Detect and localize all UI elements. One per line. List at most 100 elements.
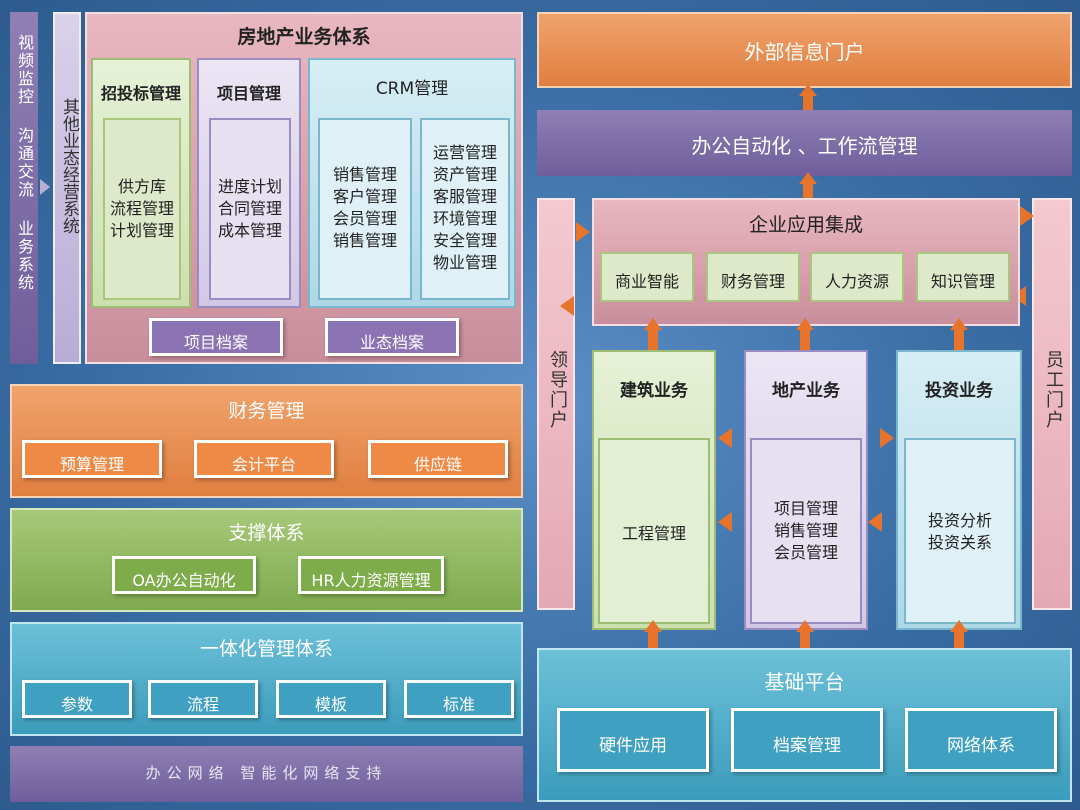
arrow-stem-6 [648, 630, 658, 648]
integrated-item-1-label: 参数 [60, 695, 93, 714]
investment-inner-box: 投资分析 投资关系 [904, 438, 1016, 624]
crm-col1-items: 销售管理 客户管理 会员管理 销售管理 [332, 165, 397, 250]
leader-portal-bar[interactable]: 领导门户 [537, 198, 575, 610]
leader-portal-label: 领导门户 [547, 350, 568, 430]
finance-item-1-label: 预算管理 [59, 455, 124, 474]
support-title: 支撑体系 [228, 522, 305, 544]
project-title: 项目管理 [216, 84, 281, 103]
arrow-up-icon [796, 620, 814, 632]
enterprise-item-3-label: 人力资源 [824, 272, 889, 291]
base-item-2[interactable]: 档案管理 [731, 708, 883, 772]
arrow-right-icon [576, 222, 590, 242]
project-archive-button[interactable]: 项目档案 [149, 318, 283, 356]
format-archive-button[interactable]: 业态档案 [325, 318, 459, 356]
construction-block: 建筑业务 工程管理 [592, 350, 716, 630]
project-panel: 项目管理 进度计划 合同管理 成本管理 [197, 58, 301, 308]
enterprise-item-2-label: 财务管理 [720, 272, 785, 291]
finance-title: 财务管理 [228, 400, 305, 422]
integrated-item-3-label: 模板 [314, 695, 347, 714]
external-portal-label: 外部信息门户 [744, 40, 865, 64]
project-archive-label: 项目档案 [183, 333, 248, 352]
base-item-2-label: 档案管理 [773, 736, 841, 756]
finance-block: 财务管理 预算管理 会计平台 供应链 [10, 384, 523, 498]
office-automation-bar: 办公自动化 、工作流管理 [537, 110, 1072, 176]
base-item-1[interactable]: 硬件应用 [557, 708, 709, 772]
left-arrow-icon [40, 179, 50, 195]
base-platform-block: 基础平台 硬件应用 档案管理 网络体系 [537, 648, 1072, 802]
bidding-items-box: 供方库 流程管理 计划管理 [103, 118, 181, 300]
base-item-3[interactable]: 网络体系 [905, 708, 1057, 772]
format-archive-label: 业态档案 [359, 333, 424, 352]
office-automation-label: 办公自动化 、工作流管理 [691, 134, 918, 158]
bottom-network-label: 办公网络 智能化网络支持 [145, 764, 388, 782]
base-platform-title: 基础平台 [764, 670, 845, 694]
arrow-stem-3 [648, 330, 658, 352]
left-vertical-label: 视频监控 沟通交流 业务系统 [15, 34, 34, 292]
property-inner-label: 项目管理 销售管理 会员管理 [773, 499, 838, 562]
construction-title: 建筑业务 [620, 381, 688, 401]
property-inner-box: 项目管理 销售管理 会员管理 [750, 438, 862, 624]
construction-inner-label: 工程管理 [621, 524, 686, 543]
arrow-up-icon [799, 84, 817, 96]
integrated-title: 一体化管理体系 [199, 638, 333, 660]
arrow-left-icon [868, 512, 882, 532]
arrow-left-icon [560, 296, 574, 316]
arrow-left-icon [718, 428, 732, 448]
integrated-item-4[interactable]: 标准 [404, 680, 514, 718]
construction-inner-box: 工程管理 [598, 438, 710, 624]
integrated-item-1[interactable]: 参数 [22, 680, 132, 718]
other-biz-label: 其他业态经营系统 [59, 98, 79, 234]
support-item-2-label: HR人力资源管理 [311, 571, 431, 590]
integrated-item-4-label: 标准 [442, 695, 475, 714]
arrow-stem-7 [800, 630, 810, 648]
support-item-1[interactable]: OA办公自动化 [112, 556, 256, 594]
enterprise-item-1[interactable]: 商业智能 [600, 252, 694, 302]
arrow-stem-5 [954, 330, 964, 352]
integrated-item-2[interactable]: 流程 [148, 680, 258, 718]
enterprise-block: 企业应用集成 商业智能 财务管理 人力资源 知识管理 [592, 198, 1020, 326]
enterprise-title: 企业应用集成 [748, 214, 863, 236]
realestate-block: 房地产业务体系 招投标管理 供方库 流程管理 计划管理 项目管理 进度计划 合同… [85, 12, 523, 364]
arrow-left-icon [718, 512, 732, 532]
enterprise-item-3[interactable]: 人力资源 [810, 252, 904, 302]
enterprise-item-2[interactable]: 财务管理 [706, 252, 800, 302]
finance-item-3[interactable]: 供应链 [368, 440, 508, 478]
arrow-stem-4 [800, 330, 810, 352]
other-biz-bar: 其他业态经营系统 [53, 12, 81, 364]
support-block: 支撑体系 OA办公自动化 HR人力资源管理 [10, 508, 523, 612]
arrow-up-icon [950, 620, 968, 632]
external-portal-bar: 外部信息门户 [537, 12, 1072, 88]
investment-title: 投资业务 [925, 381, 993, 401]
arrow-stem-8 [954, 630, 964, 648]
finance-item-1[interactable]: 预算管理 [22, 440, 162, 478]
integrated-item-3[interactable]: 模板 [276, 680, 386, 718]
arrow-stem-2 [803, 184, 813, 198]
arrow-stem-1 [803, 96, 813, 110]
bidding-title: 招投标管理 [100, 84, 181, 103]
support-item-1-label: OA办公自动化 [132, 571, 236, 590]
arrow-right-icon [1020, 206, 1034, 226]
arrow-up-icon [644, 620, 662, 632]
bidding-items: 供方库 流程管理 计划管理 [109, 177, 174, 240]
investment-inner-label: 投资分析 投资关系 [927, 511, 992, 552]
bidding-panel: 招投标管理 供方库 流程管理 计划管理 [91, 58, 191, 308]
left-vertical-bar: 视频监控 沟通交流 业务系统 [10, 12, 38, 364]
enterprise-item-4-label: 知识管理 [930, 272, 995, 291]
property-block: 地产业务 项目管理 销售管理 会员管理 [744, 350, 868, 630]
enterprise-item-1-label: 商业智能 [614, 272, 679, 291]
bottom-network-bar: 办公网络 智能化网络支持 [10, 746, 523, 802]
crm-panel: CRM管理 销售管理 客户管理 会员管理 销售管理 运营管理 资产管理 客服管理… [308, 58, 516, 308]
enterprise-item-4[interactable]: 知识管理 [916, 252, 1010, 302]
employee-portal-label: 员工门户 [1043, 350, 1064, 430]
arrow-right-icon [880, 428, 894, 448]
crm-col2-items: 运营管理 资产管理 客服管理 环境管理 安全管理 物业管理 [432, 143, 497, 272]
project-items: 进度计划 合同管理 成本管理 [217, 177, 282, 240]
employee-portal-bar[interactable]: 员工门户 [1032, 198, 1072, 610]
support-item-2[interactable]: HR人力资源管理 [298, 556, 444, 594]
crm-col1-box: 销售管理 客户管理 会员管理 销售管理 [318, 118, 412, 300]
arrow-up-icon [799, 172, 817, 184]
crm-col2-box: 运营管理 资产管理 客服管理 环境管理 安全管理 物业管理 [420, 118, 510, 300]
finance-item-2[interactable]: 会计平台 [194, 440, 334, 478]
realestate-title: 房地产业务体系 [237, 26, 371, 48]
investment-block: 投资业务 投资分析 投资关系 [896, 350, 1022, 630]
